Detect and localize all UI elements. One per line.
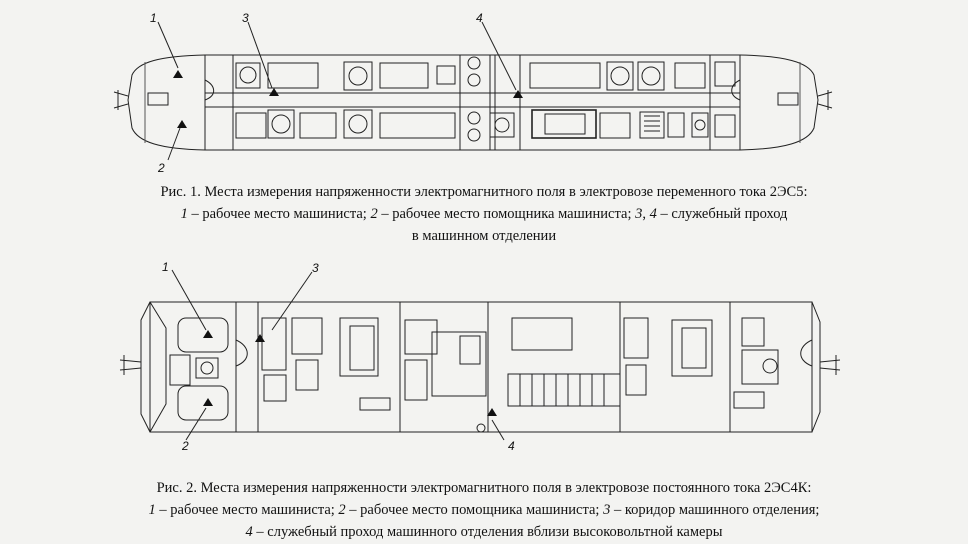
- fig1-point-4-triangle: [513, 90, 523, 98]
- caption-text: – рабочее место помощника машиниста;: [377, 206, 636, 222]
- fig2-marker-2: 2: [181, 439, 189, 453]
- fig1-marker-3: 3: [242, 11, 249, 25]
- fig1-marker-1: 1: [150, 11, 157, 25]
- caption-text: – коридор машинного отделения;: [610, 502, 820, 518]
- caption-number: 2: [370, 206, 378, 222]
- caption-text: – служебный проход машинного отделения в…: [252, 524, 723, 540]
- figure1-caption-line2: 1 – рабочее место машиниста; 2 – рабочее…: [0, 203, 968, 225]
- figure2-caption-line2: 1 – рабочее место машиниста; 2 – рабочее…: [0, 499, 968, 521]
- fig1-point-2-triangle: [177, 120, 187, 128]
- fig2-point-2-triangle: [203, 398, 213, 406]
- fig2-marker-3: 3: [312, 261, 319, 275]
- fig2-marker-1: 1: [162, 260, 169, 274]
- caption-text: – рабочее место помощника машиниста;: [345, 502, 604, 518]
- figure1-caption-line3: в машинном отделении: [411, 228, 557, 244]
- caption-text: – служебный проход: [656, 206, 788, 222]
- caption-text: – рабочее место машиниста;: [155, 502, 339, 518]
- caption-number: 1: [180, 206, 188, 222]
- caption-text: – рабочее место машиниста;: [187, 206, 371, 222]
- figure2-caption-line3: 4 – служебный проход машинного отделения…: [0, 521, 968, 543]
- caption-number: 3: [635, 206, 643, 222]
- caption-number: 4: [245, 524, 253, 540]
- fig2-point-1-triangle: [203, 330, 213, 338]
- fig1-point-1-triangle: [173, 70, 183, 78]
- caption-number: 2: [338, 502, 346, 518]
- figure1-leaders: [157, 21, 517, 161]
- fig1-point-3-triangle: [269, 88, 279, 96]
- caption-text: ,: [642, 206, 650, 222]
- fig2-point-3-triangle: [255, 334, 265, 342]
- fig2-marker-4: 4: [508, 439, 515, 453]
- fig2-point-4-triangle: [487, 408, 497, 416]
- figure2-caption-line1: Рис. 2. Места измерения напряженности эл…: [156, 480, 812, 496]
- fig1-marker-4: 4: [476, 11, 483, 25]
- figure2-locomotive-plan: [119, 301, 841, 433]
- figure1-caption-line1: Рис. 1. Места измерения напряженности эл…: [160, 184, 808, 200]
- figure2-caption: Рис. 2. Места измерения напряженности эл…: [0, 477, 968, 543]
- caption-number: 4: [649, 206, 657, 222]
- caption-number: 3: [603, 502, 611, 518]
- figure1-locomotive-plan: [113, 54, 833, 151]
- fig1-marker-2: 2: [157, 161, 165, 175]
- caption-number: 1: [148, 502, 156, 518]
- figure1-caption: Рис. 1. Места измерения напряженности эл…: [0, 181, 968, 247]
- figure2-leaders: [171, 269, 505, 441]
